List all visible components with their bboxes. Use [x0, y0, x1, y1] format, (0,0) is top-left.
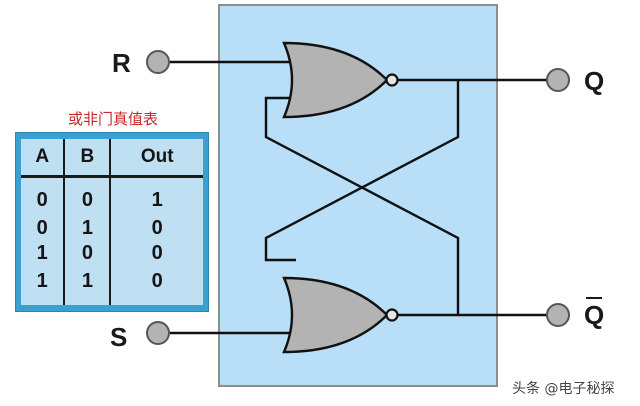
- truth-table: A B Out 0 0 1 0 1 0 1 0 0 1 1: [21, 139, 203, 305]
- cell-b: 1: [64, 214, 112, 241]
- r-label: R: [112, 48, 131, 78]
- q-label: Q: [584, 66, 605, 96]
- cell-b: 0: [64, 240, 112, 267]
- qbar-overline: [586, 297, 602, 299]
- cell-a: 0: [21, 176, 66, 215]
- table-row: 0 1 0: [21, 214, 203, 241]
- cell-out: 0: [151, 242, 163, 265]
- header-a: A: [21, 139, 66, 178]
- nor-gate-bottom: [282, 276, 399, 354]
- table-row: 1 0 0: [21, 240, 203, 267]
- cell-b: 0: [64, 176, 112, 215]
- watermark: 头条 @电子秘探: [512, 381, 615, 397]
- s-terminal: [146, 321, 170, 345]
- header-out: Out: [110, 139, 203, 178]
- r-terminal: [146, 50, 170, 74]
- truth-table-title: 或非门真值表: [67, 110, 158, 128]
- cell-a: 1: [21, 240, 66, 267]
- cell-b: 1: [64, 266, 112, 305]
- nor-gate-top: [282, 41, 399, 119]
- cell-out: 0: [151, 269, 163, 292]
- cell-out: 1: [151, 189, 163, 212]
- cell-a: 0: [21, 214, 66, 241]
- q-terminal: [546, 68, 570, 92]
- table-row: 0 0 1: [21, 176, 203, 215]
- truth-table-panel: A B Out 0 0 1 0 1 0 1 0 0 1 1: [15, 132, 209, 312]
- header-b: B: [64, 139, 112, 178]
- wire-top-gate-in-b: [264, 96, 460, 315]
- qbar-label: Q: [584, 300, 605, 330]
- qbar-terminal: [546, 303, 570, 327]
- s-label: S: [110, 322, 128, 352]
- cell-a: 1: [21, 266, 66, 305]
- cell-out: 0: [151, 216, 163, 239]
- table-row: 1 1 0: [21, 266, 203, 305]
- wire-q-feedback: [264, 80, 460, 262]
